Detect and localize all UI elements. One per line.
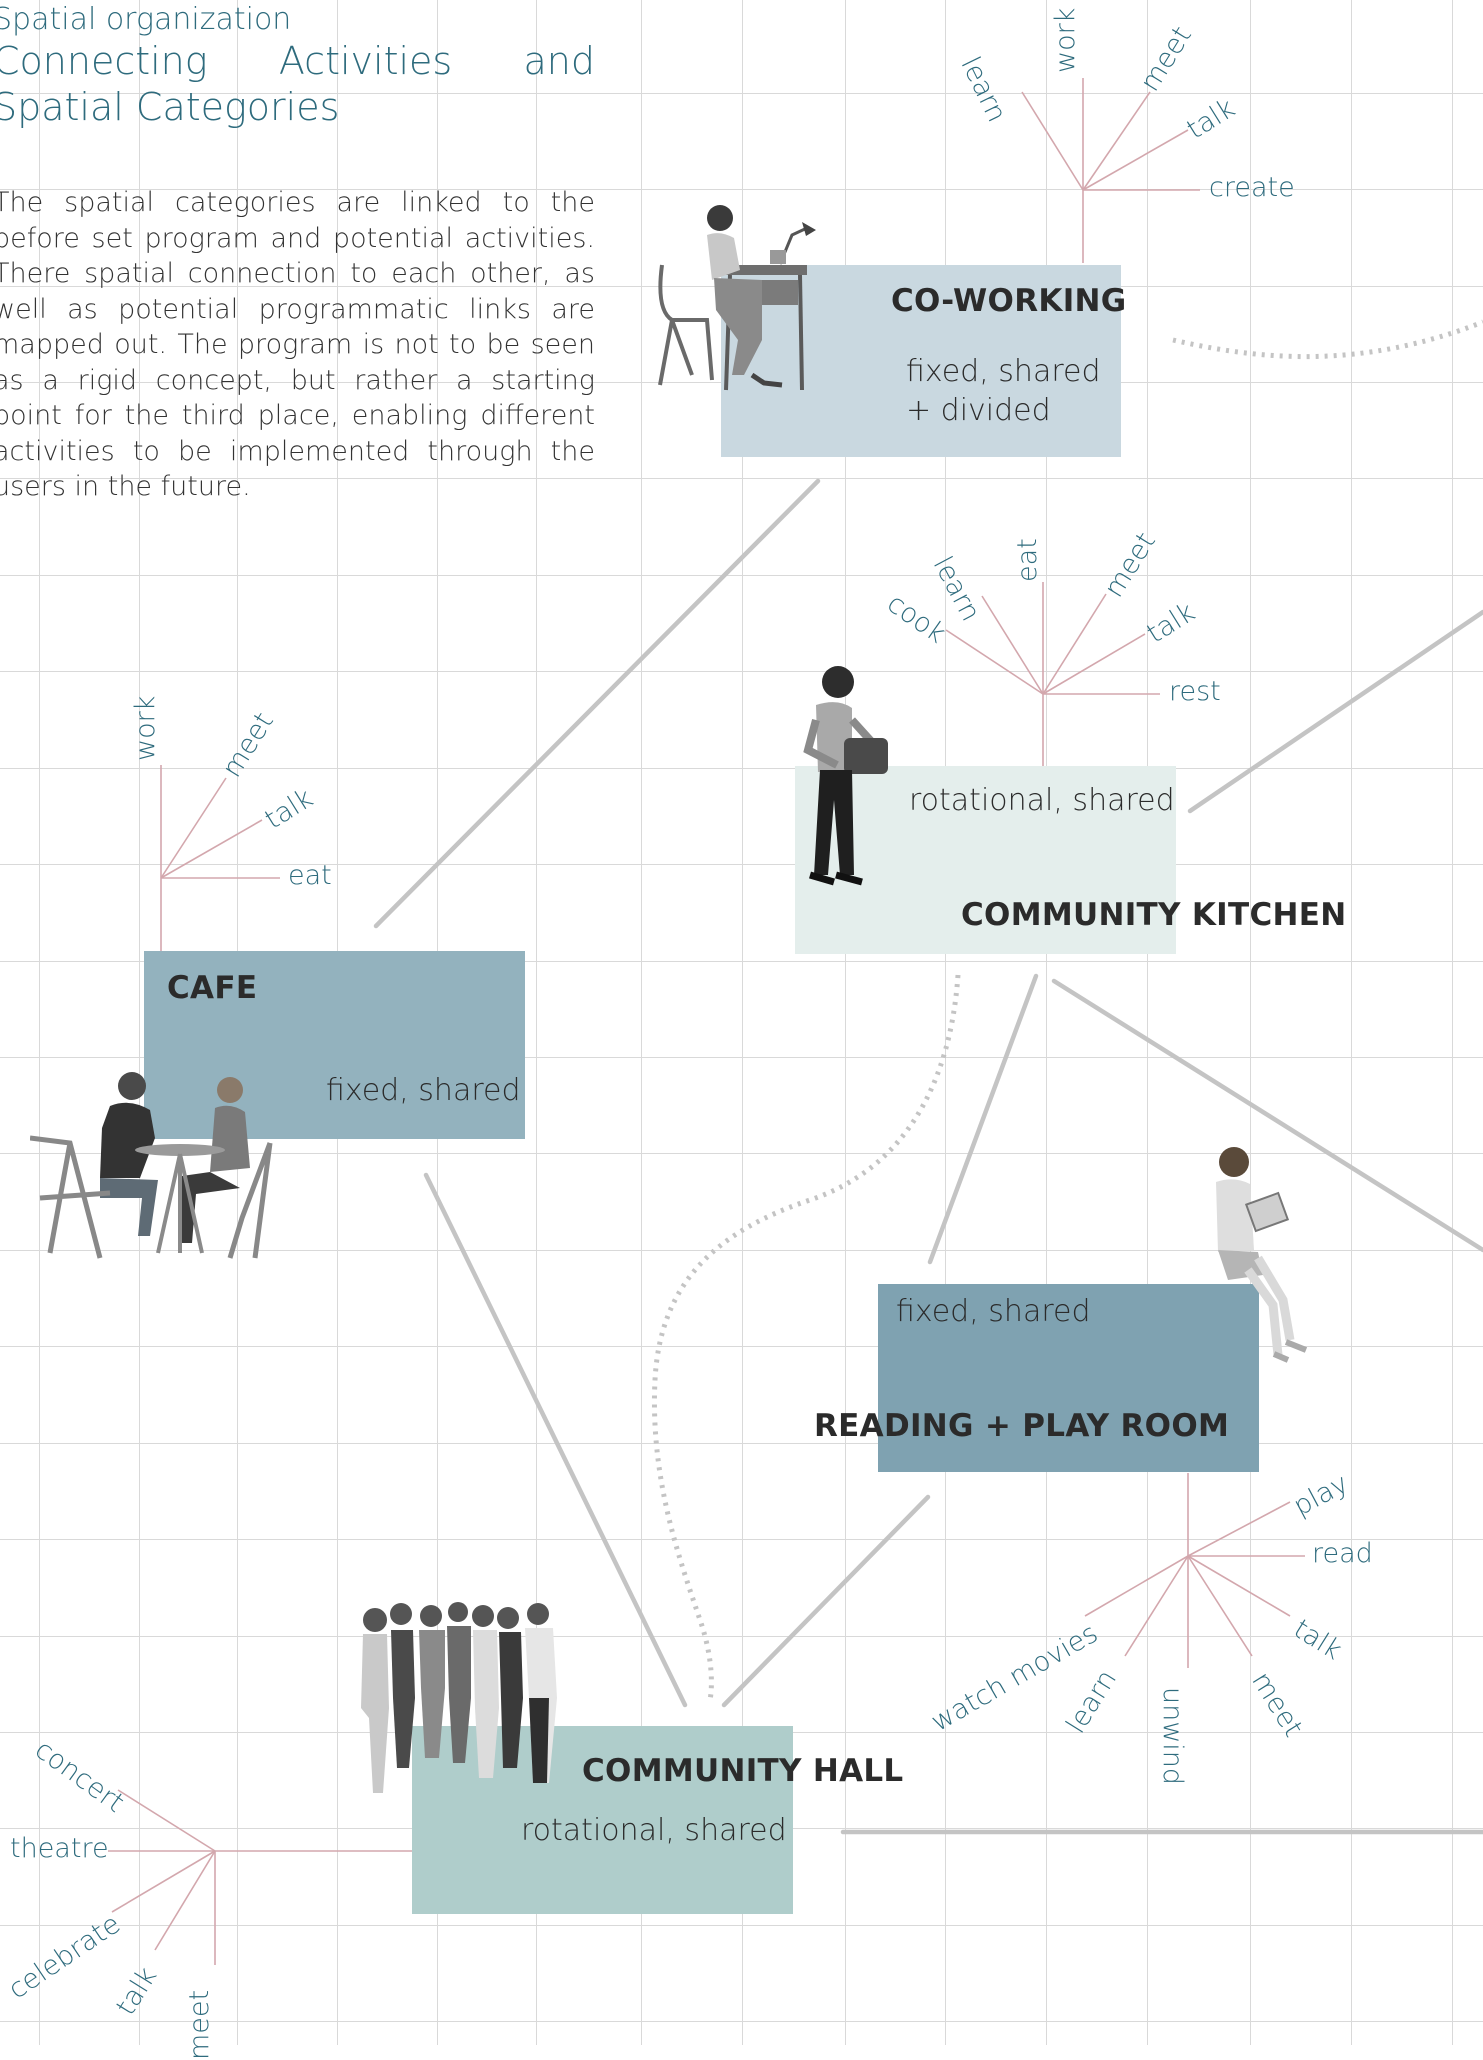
coworking-ray-meet <box>1082 91 1151 191</box>
kitchen-ray-learn <box>981 595 1044 695</box>
grid-line <box>0 2021 1483 2022</box>
coworking-space-type: fixed, shared <box>906 354 1101 389</box>
hall-space-block <box>412 1726 793 1914</box>
grid-line <box>0 1346 1483 1347</box>
grid-line <box>0 1153 1483 1154</box>
cafe-activity-work: work <box>130 695 161 761</box>
cafe-ray-meet <box>160 777 227 879</box>
reading-person-with-book-figure <box>1216 1147 1308 1363</box>
hall-ray-celebrate <box>111 1850 216 1913</box>
grid-line <box>0 1443 1483 1444</box>
grid-line <box>1452 0 1453 2045</box>
reading-ray-watch-movies <box>1084 1555 1189 1617</box>
link-cafe-hall <box>423 1172 688 1708</box>
reading-ray-play <box>1187 1501 1291 1557</box>
reading-space-name: READING + PLAY ROOM <box>814 1408 1230 1444</box>
kitchen-ray-meet <box>1042 593 1107 695</box>
grid-line <box>0 671 1483 672</box>
grid-line <box>0 1925 1483 1926</box>
cafe-space-block <box>144 951 525 1139</box>
cafe-ray-talk <box>160 819 263 879</box>
grid-line <box>0 1636 1483 1637</box>
hall-space-type: rotational, shared <box>521 1813 787 1848</box>
hall-space-name: COMMUNITY HALL <box>582 1753 904 1789</box>
hall-ray-talk <box>154 1850 216 1951</box>
reading-activity-unwind: unwind <box>1157 1687 1188 1786</box>
coworking-ray-learn <box>1021 91 1084 191</box>
coworking-ray-talk <box>1082 129 1189 191</box>
grid-line <box>1147 0 1148 2045</box>
coworking-activity-create: create <box>1209 172 1295 203</box>
intro-paragraph: The spatial categories are linked to the… <box>0 187 595 502</box>
reading-ray-meet <box>1187 1555 1253 1657</box>
grid-line <box>1351 0 1352 2045</box>
link-kitchen-reading <box>927 973 1039 1265</box>
link-reading-hall <box>721 1494 931 1708</box>
grid-line <box>0 864 1483 865</box>
reading-activity-read: read <box>1312 1538 1373 1569</box>
grid-line <box>641 0 642 2045</box>
kitchen-space-block <box>795 766 1176 954</box>
grid-line <box>139 0 140 2045</box>
reading-ray-talk <box>1187 1555 1291 1617</box>
cafe-activity-eat: eat <box>288 860 332 891</box>
grid-line <box>1046 0 1047 2045</box>
cafe-space-name: CAFE <box>167 970 258 1006</box>
grid-line <box>0 189 1483 190</box>
coworking-activity-work: work <box>1050 7 1081 73</box>
grid-line <box>0 768 1483 769</box>
kitchen-space-type: rotational, shared <box>909 783 1175 818</box>
grid-line <box>0 478 1483 479</box>
cafe-space-type: fixed, shared <box>326 1073 521 1108</box>
grid-line <box>0 1057 1483 1058</box>
reading-space-block <box>878 1284 1259 1472</box>
grid-line <box>845 0 846 2045</box>
grid-line <box>0 1250 1483 1251</box>
section-subtitle: Spatial organization <box>0 2 292 37</box>
grid-line <box>742 0 743 2045</box>
kitchen-person-cooking-figure <box>803 666 888 886</box>
link-kitchen-offpage-2 <box>1051 978 1483 1253</box>
link-kitchen-offpage <box>1187 609 1483 814</box>
grid-line <box>0 1539 1483 1540</box>
hall-ray-concert <box>117 1789 216 1852</box>
grid-line <box>536 0 537 2045</box>
grid-line <box>1250 0 1251 2045</box>
hall-group-of-people-figure <box>361 1602 557 1793</box>
grid-line <box>0 93 1483 94</box>
grid-line <box>0 961 1483 962</box>
hall-activity-meet: meet <box>184 1989 215 2060</box>
reading-space-type: fixed, shared <box>896 1294 1091 1329</box>
cafe-people-at-table-figure <box>30 1072 273 1259</box>
coworking-space-name: CO-WORKING <box>891 283 1127 319</box>
grid-line <box>39 0 40 2045</box>
coworking-space-type-extra: + divided <box>906 393 1051 428</box>
kitchen-activity-eat: eat <box>1012 538 1043 582</box>
grid-line <box>0 575 1483 576</box>
page-title: Connecting Activities and Spatial Catego… <box>0 39 595 129</box>
link-coworking-cafe <box>373 478 821 929</box>
kitchen-activity-rest: rest <box>1169 676 1221 707</box>
kitchen-space-name: COMMUNITY KITCHEN <box>961 897 1347 933</box>
dotted-link-kitchen-hall <box>651 974 961 1701</box>
reading-ray-learn <box>1124 1555 1189 1657</box>
coworking-person-at-desk-figure <box>658 205 816 391</box>
hall-activity-theatre: theatre <box>10 1833 109 1864</box>
grid-line <box>945 0 946 2045</box>
dotted-link-coworking-offpage <box>1172 319 1483 360</box>
kitchen-ray-cook <box>945 629 1044 695</box>
kitchen-ray-talk <box>1042 633 1146 695</box>
